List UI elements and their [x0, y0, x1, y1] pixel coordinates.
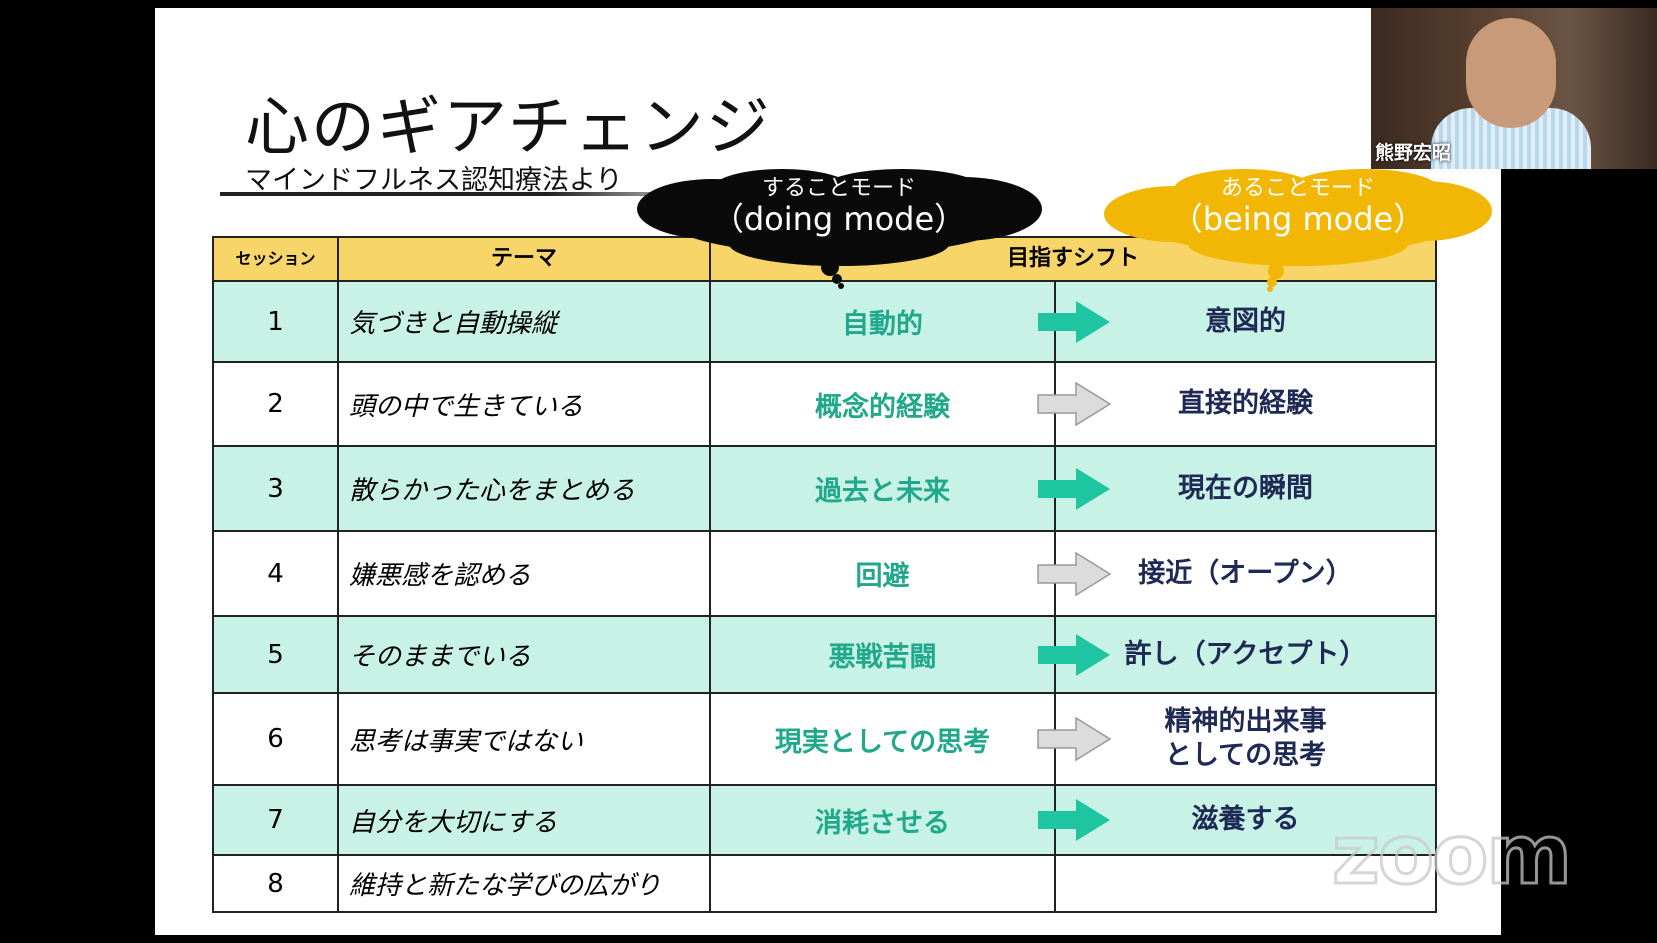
thought-cloud-yellow-icon	[1104, 169, 1492, 292]
session-theme: 気づきと自動操縦	[337, 280, 711, 363]
table-row: 8 維持と新たな学びの広がり	[212, 854, 1437, 913]
session-theme: 嫌悪感を認める	[337, 530, 711, 617]
session-number: 5	[212, 615, 339, 694]
session-number: 1	[212, 280, 339, 363]
being-mode-value: 意図的	[1205, 305, 1286, 337]
doing-mode-cell: 現実としての思考	[709, 692, 1112, 786]
session-theme: 自分を大切にする	[337, 784, 711, 856]
doing-mode-cloud: することモード （doing mode）	[632, 169, 1046, 289]
being-mode-cloud: あることモード （being mode）	[1104, 169, 1492, 292]
shift-arrow-icon	[1037, 716, 1112, 762]
doing-mode-cell: 自動的	[709, 280, 1110, 363]
session-theme: 頭の中で生きている	[337, 361, 711, 447]
presentation-slide: 心のギアチェンジ マインドフルネス認知療法より セッション テーマ 目指すシフト…	[155, 8, 1501, 935]
doing-mode-cell: 回避	[709, 530, 1112, 617]
shift-arrow-icon	[1038, 633, 1110, 676]
thought-cloud-black-icon	[637, 169, 1042, 289]
doing-mode-value: 過去と未来	[815, 476, 950, 507]
table-row: 2 頭の中で生きている 概念的経験 直接的経験	[212, 361, 1437, 447]
shift-arrow-icon	[1037, 381, 1112, 427]
doing-mode-value: 概念的経験	[815, 391, 950, 423]
being-mode-cell: 接近（オープン）	[1054, 530, 1437, 617]
being-mode-value: 精神的出来事 としての思考	[1164, 706, 1327, 771]
session-theme: 散らかった心をまとめる	[337, 445, 711, 532]
shift-arrow-icon	[1038, 300, 1110, 343]
doing-mode-english: （doing mode）	[711, 200, 967, 239]
slide-subtitle: マインドフルネス認知療法より	[245, 165, 623, 196]
table-row: 3 散らかった心をまとめる 過去と未来 現在の瞬間	[212, 445, 1437, 532]
participant-name: 熊野宏昭	[1375, 142, 1452, 164]
being-mode-value: 直接的経験	[1178, 388, 1313, 420]
being-mode-cell	[1054, 854, 1437, 913]
doing-mode-label: することモード	[761, 176, 916, 201]
table-row: 6 思考は事実ではない 現実としての思考 精神的出来事 としての思考	[212, 692, 1437, 786]
shift-arrow-icon	[1037, 551, 1112, 596]
table-row: 1 気づきと自動操縦 自動的 意図的	[212, 280, 1437, 363]
session-theme: 思考は事実ではない	[337, 692, 711, 786]
doing-mode-value: 悪戦苦闘	[828, 642, 937, 673]
session-number: 8	[212, 854, 339, 913]
being-mode-english: （being mode）	[1170, 200, 1426, 239]
header-theme: テーマ	[337, 236, 711, 282]
doing-mode-cell	[709, 854, 1056, 913]
being-mode-cell: 滋養する	[1054, 784, 1437, 856]
doing-mode-value: 回避	[855, 561, 910, 592]
being-mode-cell: 意図的	[1054, 280, 1437, 363]
session-number: 6	[212, 692, 339, 786]
slide-title: 心のギアチェンジ	[245, 91, 772, 165]
being-mode-value: 現在の瞬間	[1178, 472, 1313, 504]
participant-face	[1466, 18, 1556, 128]
being-mode-cell: 精神的出来事 としての思考	[1054, 692, 1437, 786]
session-number: 4	[212, 530, 339, 617]
table-row: 4 嫌悪感を認める 回避 接近（オープン）	[212, 530, 1437, 617]
session-number: 3	[212, 445, 339, 532]
being-mode-value: 許し（アクセプト）	[1124, 638, 1367, 670]
being-mode-value: 滋養する	[1191, 804, 1300, 836]
session-number: 2	[212, 361, 339, 447]
session-theme: 維持と新たな学びの広がり	[337, 854, 711, 913]
being-mode-cell: 直接的経験	[1054, 361, 1437, 447]
being-mode-label: あることモード	[1220, 176, 1375, 201]
doing-mode-cell: 悪戦苦闘	[709, 615, 1110, 694]
doing-mode-value: 自動的	[842, 309, 923, 340]
title-underline	[220, 192, 690, 196]
zoom-watermark: zoom	[1331, 807, 1574, 905]
being-mode-value: 接近（オープン）	[1138, 557, 1353, 589]
doing-mode-cell: 消耗させる	[709, 784, 1110, 856]
table-row: 7 自分を大切にする 消耗させる 滋養する	[212, 784, 1437, 856]
session-theme: そのままでいる	[337, 615, 711, 694]
being-mode-cell: 許し（アクセプト）	[1054, 615, 1437, 694]
being-mode-cell: 現在の瞬間	[1054, 445, 1437, 532]
table-row: 5 そのままでいる 悪戦苦闘 許し（アクセプト）	[212, 615, 1437, 694]
doing-mode-cell: 概念的経験	[709, 361, 1112, 447]
shift-arrow-icon	[1038, 467, 1110, 510]
doing-mode-value: 消耗させる	[815, 807, 950, 839]
header-session: セッション	[212, 236, 339, 282]
doing-mode-value: 現実としての思考	[774, 726, 991, 758]
shift-arrow-icon	[1038, 799, 1110, 841]
session-number: 7	[212, 784, 339, 856]
participant-video-tile[interactable]: 熊野宏昭	[1371, 8, 1657, 169]
doing-mode-cell: 過去と未来	[709, 445, 1110, 532]
